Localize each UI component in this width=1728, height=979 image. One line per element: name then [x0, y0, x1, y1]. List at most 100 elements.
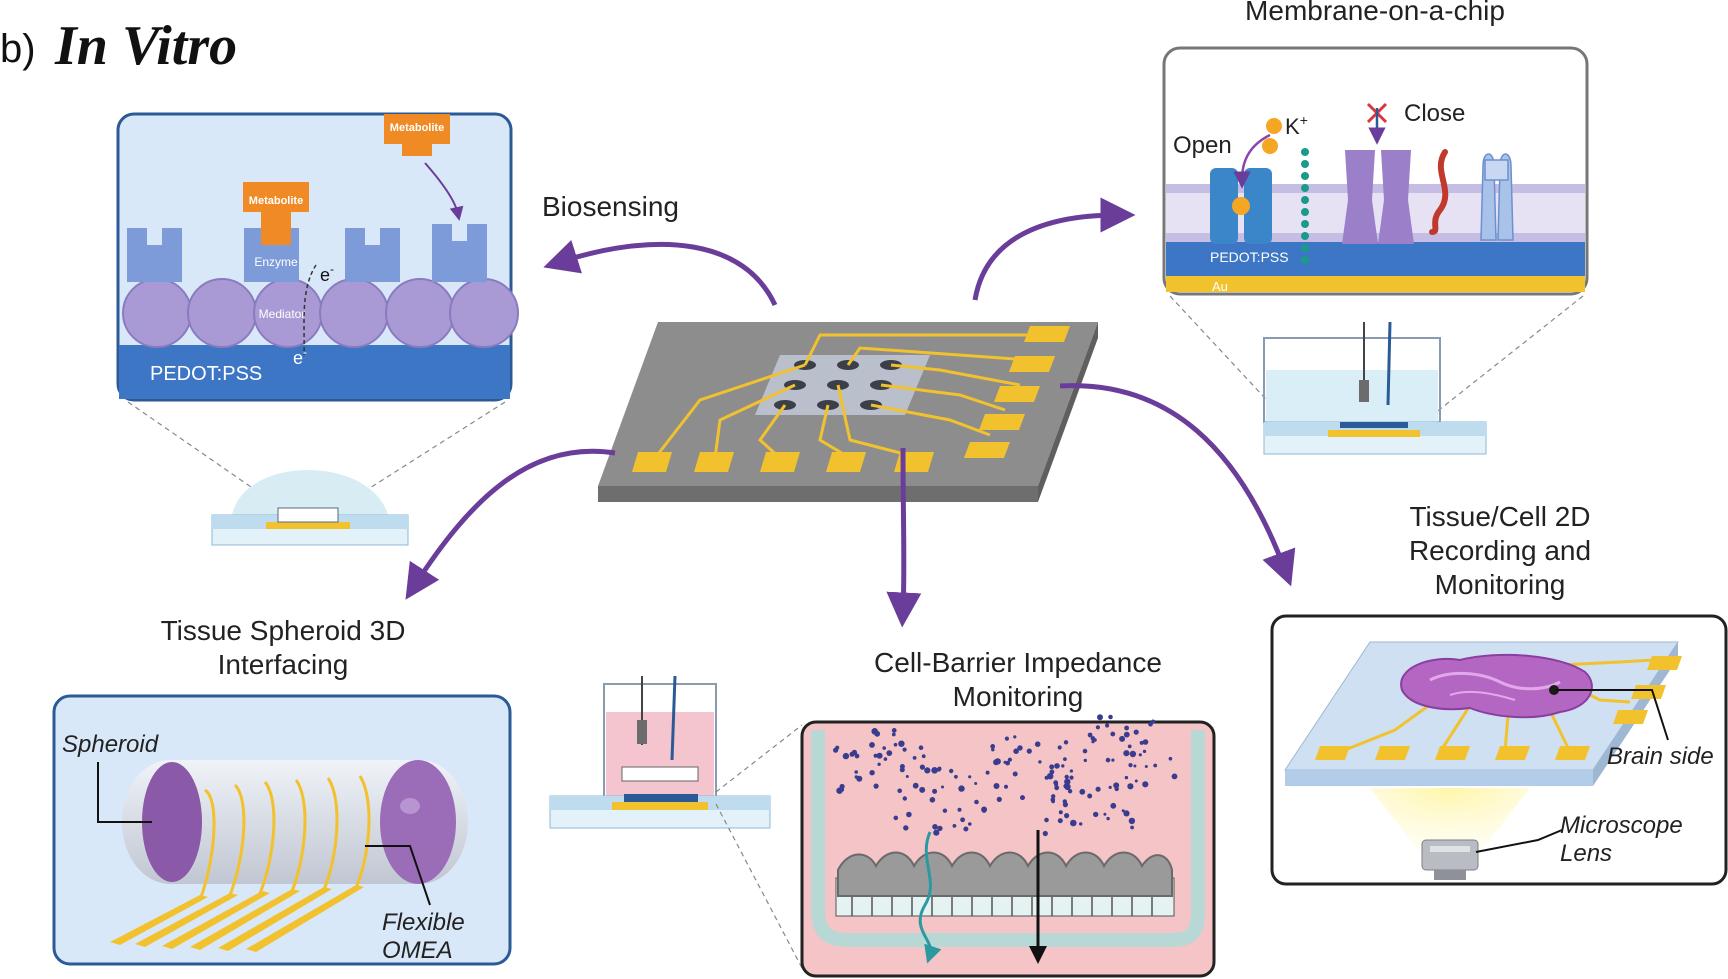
particle	[942, 808, 948, 813]
particle	[854, 770, 858, 774]
electron-upper: e-	[320, 262, 334, 285]
particle	[1110, 802, 1117, 809]
arrow-to-biosensing	[543, 240, 778, 307]
particle	[933, 829, 940, 836]
particle	[1128, 763, 1133, 768]
workflow-arrows	[405, 197, 1296, 628]
particle	[902, 796, 907, 801]
svg-text:Metabolite: Metabolite	[390, 122, 444, 134]
particle	[1013, 735, 1017, 739]
particle	[1007, 757, 1013, 762]
particle	[891, 732, 896, 737]
brain-side-callout: Brain side	[1607, 743, 1714, 770]
particle	[869, 770, 875, 776]
particle	[876, 752, 883, 759]
particle	[1079, 788, 1086, 795]
particle	[905, 775, 909, 778]
omea-callout-line2: OMEA	[382, 937, 453, 964]
particle	[918, 745, 924, 750]
particle	[941, 785, 944, 789]
particle	[968, 822, 972, 826]
particle	[1133, 729, 1139, 735]
panel-letter: b)	[0, 27, 36, 71]
barrier-panel	[800, 714, 1216, 978]
particle	[1110, 731, 1116, 737]
particle	[1095, 725, 1100, 730]
particle	[932, 788, 938, 794]
particle	[968, 775, 972, 779]
particle	[1106, 816, 1110, 821]
particle	[963, 826, 969, 832]
membrane-gold-layer	[1166, 276, 1585, 292]
particle	[897, 788, 902, 794]
particle	[906, 811, 912, 818]
particle	[1051, 798, 1055, 802]
particle	[912, 756, 917, 760]
particle	[1127, 744, 1132, 749]
particle	[1058, 810, 1063, 815]
particle	[903, 825, 909, 831]
particle	[1123, 750, 1130, 757]
particle	[1142, 781, 1149, 788]
particle	[1083, 758, 1088, 763]
barrier-label-line1: Cell-Barrier Impedance	[874, 647, 1162, 678]
membrane-gold-label: Au	[1212, 279, 1228, 294]
biosensing-device-sketch	[127, 401, 506, 546]
particle	[982, 809, 986, 813]
particle	[1057, 745, 1062, 750]
particle	[1095, 786, 1101, 792]
particle	[1004, 784, 1008, 789]
particle	[1012, 771, 1018, 777]
particle	[919, 786, 926, 793]
particle	[1026, 748, 1032, 754]
enzyme-receptors	[127, 224, 487, 282]
particle	[891, 728, 897, 733]
particle	[1105, 723, 1110, 728]
particle	[1123, 810, 1130, 817]
particle	[1087, 793, 1093, 799]
particle	[899, 764, 905, 769]
particle	[1127, 783, 1134, 790]
barrier-label-line2: Monitoring	[953, 681, 1084, 712]
particle	[883, 757, 888, 761]
enzyme-label: Enzyme	[254, 255, 298, 269]
particle	[1113, 782, 1120, 789]
spheroid-left-cap	[142, 762, 202, 882]
particle	[882, 746, 886, 750]
omea-callout-line1: Flexible	[382, 909, 465, 936]
particle	[1003, 760, 1007, 764]
particle	[869, 742, 875, 748]
tissue2d-label-line2: Recording and	[1409, 535, 1591, 566]
particle	[919, 764, 926, 770]
panel-title: In Vitro	[54, 15, 237, 77]
particle	[1124, 725, 1129, 731]
particle	[937, 825, 943, 832]
particle	[974, 799, 979, 805]
particle	[1054, 785, 1060, 791]
spheroid-label-line1: Tissue Spheroid 3D	[161, 615, 406, 646]
membrane-label: Membrane-on-a-chip	[1245, 0, 1505, 26]
particle	[1054, 763, 1060, 769]
tissue2d-panel: Brain side Microscope Lens	[1270, 614, 1728, 886]
arrow-to-membrane	[972, 197, 1136, 301]
particle	[1061, 764, 1065, 768]
metabolite-bound: Metabolite	[243, 182, 309, 245]
particle	[1063, 757, 1067, 761]
particle	[985, 770, 990, 775]
spheroid-callout: Spheroid	[62, 731, 159, 758]
particle	[1130, 825, 1134, 830]
particle	[1064, 774, 1069, 780]
particle	[1044, 817, 1049, 823]
microscope-light-cone	[1370, 788, 1530, 860]
particle	[1128, 817, 1136, 825]
spheroid-cylinder	[122, 760, 468, 884]
metabolite-top: Metabolite	[384, 114, 450, 156]
particle	[1064, 813, 1070, 819]
particle	[990, 744, 996, 749]
particle	[874, 730, 881, 737]
spheroid-label-line2: Interfacing	[218, 649, 349, 680]
particle	[1087, 732, 1093, 738]
particle	[1119, 735, 1126, 742]
particle	[1142, 749, 1147, 754]
